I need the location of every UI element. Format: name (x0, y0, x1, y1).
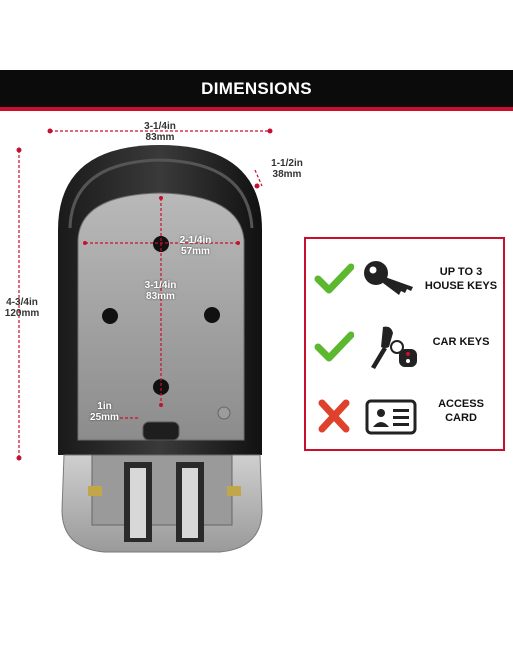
dial-housing (91, 454, 233, 526)
banner-red-stripe (0, 107, 513, 111)
legend-row-house-keys: UP TO 3 HOUSE KEYS (306, 247, 503, 307)
dim-inner-height-in: 3-1/4in (144, 280, 177, 291)
dim-depth-in: 1-1/2in (271, 158, 303, 169)
dim-height: 4-3/4in 120mm (0, 297, 44, 319)
dim-inner-width-mm: 57mm (181, 246, 210, 257)
dim-inner-depth-mm: 25mm (90, 412, 119, 423)
car-key-icon (371, 326, 417, 369)
compatibility-legend: UP TO 3 HOUSE KEYS CAR KEYS (304, 237, 505, 451)
shackle-left-shine (130, 468, 146, 538)
key-hook (142, 421, 180, 441)
dim-height-in: 4-3/4in (6, 297, 38, 308)
mount-hole (102, 308, 118, 324)
legend-row-car-keys: CAR KEYS (306, 315, 503, 375)
legend-label-line: ACCESS (438, 398, 484, 410)
legend-row-access-card: ACCESS CARD (306, 385, 503, 445)
mount-hole (204, 307, 220, 323)
dim-depth-mm: 38mm (272, 169, 302, 180)
shell-highlight (68, 158, 254, 229)
dim-inner-height: 3-1/4in 83mm (133, 280, 188, 302)
dim-inner-depth-in: 1in (97, 401, 112, 412)
check-icon (314, 331, 354, 362)
dim-height-mm: 120mm (4, 308, 40, 319)
inner-plate (77, 192, 245, 441)
dim-width-mm: 83mm (145, 132, 175, 143)
bolt (88, 486, 102, 496)
legend-label-line: HOUSE KEYS (424, 280, 498, 292)
dim-inner-width-in: 2-1/4in (179, 235, 212, 246)
legend-label-line: CARD (445, 412, 477, 424)
legend-label-car-keys: CAR KEYS (418, 335, 504, 349)
dim-width-in: 3-1/4in (144, 121, 176, 132)
bolt (227, 486, 241, 496)
house-key-icon (364, 261, 413, 295)
dim-inner-height-mm: 83mm (146, 291, 175, 302)
mount-hole (153, 379, 169, 395)
legend-label-line: UP TO 3 (439, 266, 483, 278)
dim-inner-depth: 1in 25mm (82, 401, 127, 423)
header-banner (0, 70, 513, 107)
dim-depth: 1-1/2in 38mm (262, 158, 312, 180)
cross-icon (318, 399, 350, 433)
access-card-icon (365, 399, 417, 435)
legend-label-house-keys: UP TO 3 HOUSE KEYS (418, 265, 504, 293)
dim-width: 3-1/4in 83mm (130, 121, 190, 143)
legend-label-line: CAR KEYS (432, 336, 490, 348)
screw (217, 406, 231, 420)
banner-title: DIMENSIONS (201, 79, 312, 98)
legend-label-access-card: ACCESS CARD (418, 397, 504, 425)
shackle-right-shine (182, 468, 198, 538)
check-icon (314, 263, 354, 294)
dim-inner-width: 2-1/4in 57mm (168, 235, 223, 257)
